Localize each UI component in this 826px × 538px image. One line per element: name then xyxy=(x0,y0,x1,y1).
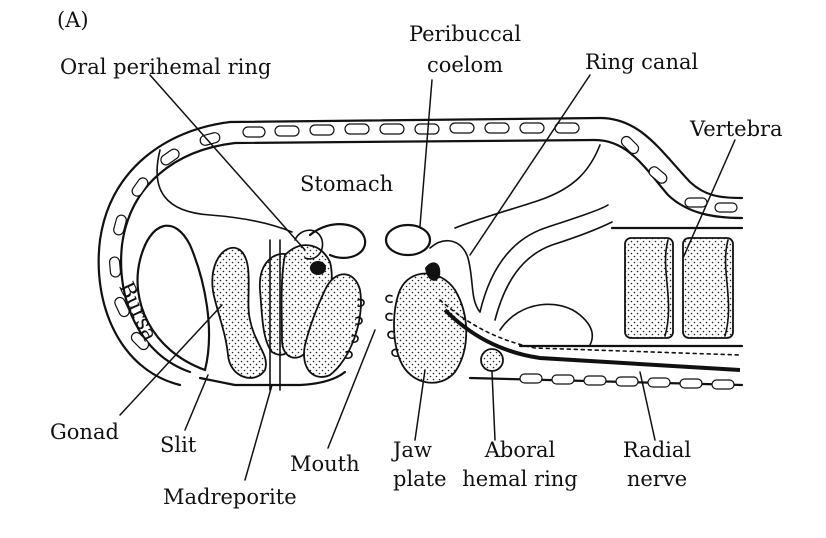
stomach-wall xyxy=(156,149,293,233)
label-mouth: Mouth xyxy=(290,452,360,476)
leader-jaw-plate xyxy=(414,369,426,441)
label-radial-nerve-line1: Radial xyxy=(622,438,692,462)
gonad-shape xyxy=(211,247,267,379)
leader-vertebra xyxy=(682,139,736,259)
label-ring-canal: Ring canal xyxy=(585,50,699,74)
bursa-outline xyxy=(136,224,211,372)
label-peribuccal-coelom-line2: coelom xyxy=(426,53,504,77)
peribuccal-coelom-shape xyxy=(384,223,432,257)
leader-peribuccal-coelom xyxy=(419,79,433,227)
label-jaw-plate-line1: Jaw xyxy=(393,438,432,462)
arm-vertebrae xyxy=(624,237,734,339)
label-aboral-hemal-ring-line2: hemal ring xyxy=(462,467,578,491)
leader-aboral-hemal-ring xyxy=(491,371,496,441)
leader-madreporite xyxy=(244,384,273,481)
label-gonad: Gonad xyxy=(50,420,119,444)
stomach-wall-right xyxy=(454,144,601,229)
leader-mouth xyxy=(327,329,376,449)
leader-slit xyxy=(184,374,209,431)
label-stomach: Stomach xyxy=(300,172,394,196)
jaw-plate-shape xyxy=(393,272,468,384)
leader-gonad xyxy=(119,304,223,416)
hemal-blob-left xyxy=(310,261,326,275)
leader-lines xyxy=(119,74,736,481)
label-vertebra: Vertebra xyxy=(690,117,783,141)
leader-oral-perihemal-ring xyxy=(149,74,306,251)
leader-ring-canal xyxy=(469,74,591,256)
tube-foot-loop xyxy=(499,303,594,346)
perihemal-ring xyxy=(294,229,324,260)
label-oral-perihemal-ring: Oral perihemal ring xyxy=(60,55,272,79)
label-madreporite: Madreporite xyxy=(163,485,297,509)
inner-body-wall xyxy=(120,138,744,374)
label-radial-nerve-line2: nerve xyxy=(626,467,688,491)
right-teeth xyxy=(385,294,399,357)
body-wall-ossicles xyxy=(108,122,738,351)
outer-body-wall xyxy=(97,116,744,387)
radial-canal-arch xyxy=(479,204,609,313)
panel-label: (A) xyxy=(57,8,89,32)
aboral-hemal-ring-shape xyxy=(480,348,504,372)
radial-canal-arch-inner xyxy=(494,221,613,321)
leader-radial-nerve xyxy=(639,371,656,441)
label-peribuccal-coelom-line1: Peribuccal xyxy=(408,22,522,46)
radial-nerve-line xyxy=(443,308,741,372)
hemal-blob-right xyxy=(425,262,441,281)
disc-lower-left xyxy=(198,370,347,387)
left-teeth xyxy=(345,298,365,359)
label-slit: Slit xyxy=(160,433,197,457)
ring-canal-shape xyxy=(429,239,481,313)
peribuccal-coelom-left xyxy=(308,223,367,259)
radial-water-line xyxy=(439,299,741,356)
label-aboral-hemal-ring-line1: Aboral xyxy=(484,438,556,462)
label-jaw-plate-line2: plate xyxy=(393,467,447,491)
arm-lower-plates xyxy=(519,373,735,390)
